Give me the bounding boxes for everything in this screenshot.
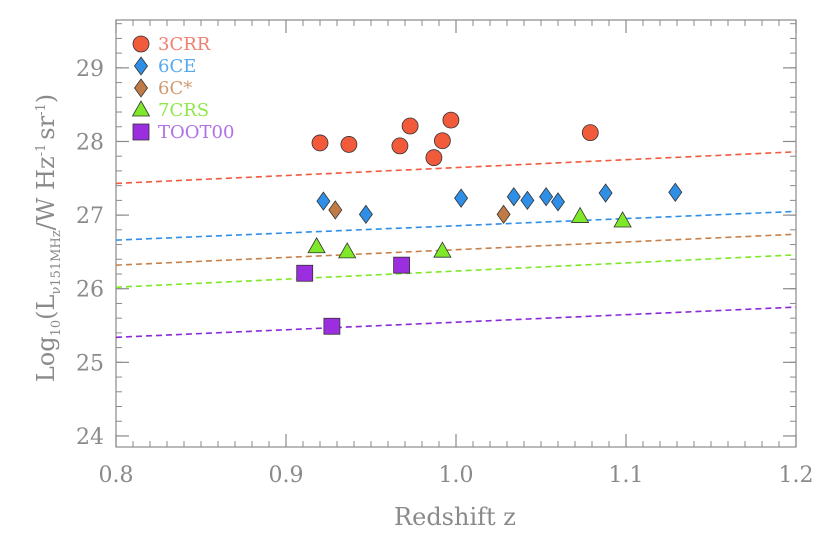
- legend-label-7crs: 7CRS: [158, 100, 209, 121]
- legend-label-6ce: 6CE: [158, 56, 196, 77]
- x-tick-label: 1.0: [439, 463, 474, 488]
- fit-line-toot00: [115, 306, 797, 339]
- point-6ce: [539, 187, 554, 207]
- point-toot00: [296, 264, 314, 282]
- x-tick-label: 1.1: [609, 463, 644, 488]
- x-tick-label: 0.8: [99, 463, 134, 488]
- legend-label-toot00: TOOT00: [158, 122, 234, 143]
- legend-label-6c: 6C*: [158, 78, 192, 99]
- point-6c: [496, 204, 511, 225]
- fit-line-6ce: [115, 210, 797, 241]
- plot-frame: [115, 19, 797, 448]
- x-axis-title: Redshift z: [394, 503, 516, 531]
- fit-line-7crs: [115, 254, 797, 289]
- point-3crr: [401, 117, 419, 135]
- y-tick-label: 26: [76, 278, 104, 303]
- legend-marker-6ce: [134, 56, 148, 76]
- y-axis-title: Log10(Lν151MHz/W Hz-1sr-1): [32, 94, 64, 382]
- fit-line-3crr: [115, 150, 797, 185]
- y-tick-labels: 24 25 26 27 28 29: [76, 57, 104, 450]
- legend-marker-toot00: [132, 123, 150, 141]
- legend-label-3crr: 3CRR: [158, 34, 211, 55]
- y-axis-prefix: Log: [32, 336, 60, 382]
- legend-marker-3crr: [132, 35, 150, 53]
- fit-lines: [115, 150, 797, 339]
- point-3crr: [340, 136, 358, 153]
- axes-frame: [115, 19, 797, 448]
- y-axis-lum: L: [32, 294, 60, 310]
- point-7crs: [570, 206, 590, 223]
- y-tick-label: 29: [76, 57, 104, 82]
- point-6ce: [598, 183, 613, 203]
- point-6ce: [316, 191, 331, 211]
- y-axis-unit-exp2: -1: [34, 103, 49, 116]
- minor-ticks: [115, 20, 797, 447]
- point-6ce: [506, 187, 521, 207]
- y-axis-lum-sub: ν151MHz: [49, 230, 64, 294]
- point-3crr: [425, 149, 443, 167]
- point-7crs: [307, 236, 326, 254]
- point-3crr: [433, 132, 451, 150]
- y-tick-label: 27: [76, 204, 104, 229]
- y-axis-unit: /W Hz: [32, 156, 60, 230]
- y-tick-label: 25: [76, 351, 104, 376]
- point-3crr: [581, 124, 599, 142]
- legend-marker-6c: [134, 78, 148, 98]
- y-tick-label: 28: [76, 130, 104, 155]
- point-6c: [328, 200, 343, 220]
- data-points: [296, 111, 683, 335]
- point-3crr: [311, 134, 329, 152]
- fit-line-6c: [115, 233, 797, 266]
- point-3crr: [442, 111, 460, 129]
- point-7crs: [433, 241, 452, 258]
- y-axis-unit-exp1: -1: [34, 144, 49, 157]
- point-7crs: [338, 242, 357, 259]
- point-3crr: [391, 137, 409, 155]
- point-6ce: [520, 190, 535, 211]
- point-7crs: [613, 211, 632, 228]
- x-tick-label: 1.2: [779, 463, 814, 488]
- major-ticks: [115, 20, 797, 447]
- point-toot00: [323, 317, 341, 335]
- point-6ce: [454, 188, 469, 208]
- x-tick-label: 0.9: [269, 463, 304, 488]
- point-6ce: [358, 204, 373, 225]
- y-axis-unit2: sr: [32, 115, 60, 139]
- x-tick-labels: 0.8 0.9 1.0 1.1 1.2: [99, 463, 814, 488]
- point-6ce: [551, 192, 565, 212]
- y-axis-prefix-sub: 10: [49, 320, 64, 337]
- point-6ce: [668, 182, 683, 202]
- point-toot00: [393, 256, 411, 274]
- y-tick-label: 24: [76, 425, 104, 450]
- legend-marker-7crs: [131, 100, 151, 117]
